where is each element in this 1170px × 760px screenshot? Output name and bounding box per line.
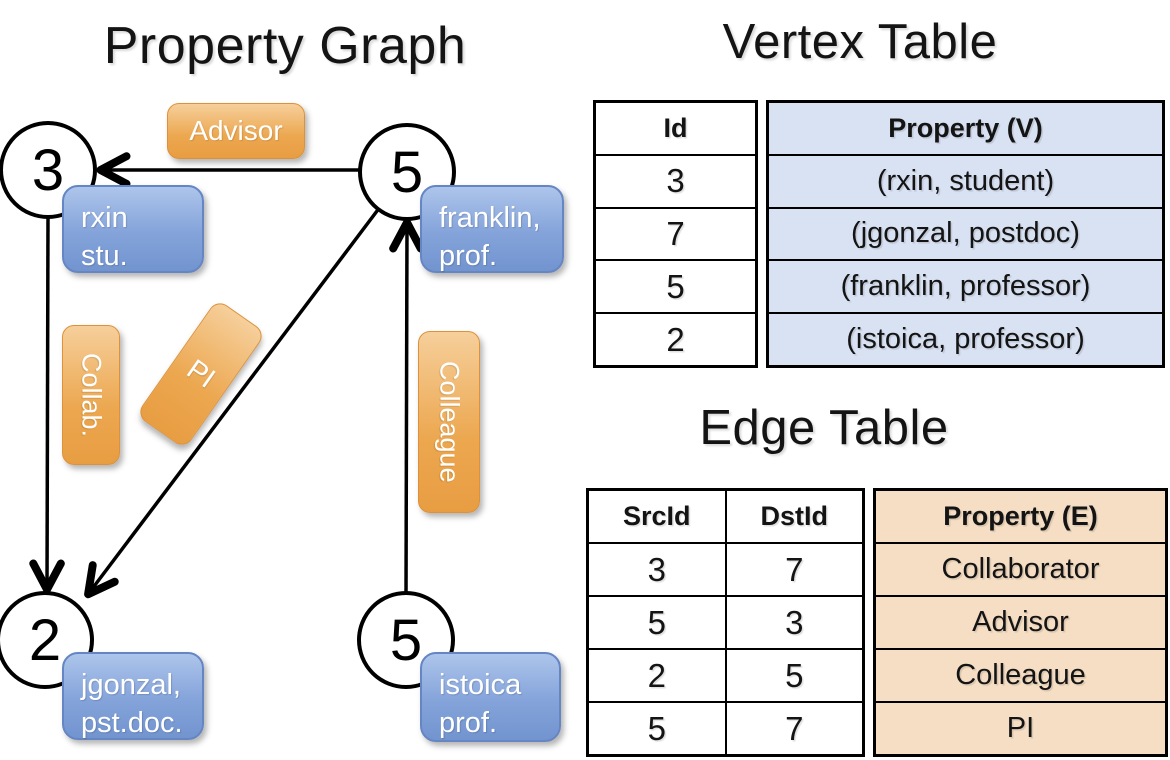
edge-table-dst-cell: 7 [726,701,862,754]
edge-table-title: Edge Table [699,401,949,455]
vertex-table-property-cell: (franklin, professor) [769,259,1162,312]
vertex-label-istoica: istoica prof. [420,652,561,742]
vertex-table-id-cell: 2 [596,312,755,365]
graph-edges [29,152,425,599]
vertex-label-line: prof. [439,240,498,273]
edge-table-src-cell: 2 [589,648,725,701]
edge-table-property-cell: Advisor [876,595,1165,648]
edge-table-property-cell: Collaborator [876,542,1165,595]
node-7-id: 2 [28,607,62,673]
vertex-label-line: prof. [439,707,498,740]
vertex-label-line: rxin [81,202,128,234]
vertex-table: Id 3 7 5 2 Property (V) (rxin, student) … [593,100,1165,368]
edge-table-gap [865,488,873,757]
edge-table: SrcId 3 5 2 5 DstId 7 3 5 7 Property (E)… [586,488,1168,757]
node-3-id: 3 [31,137,65,203]
vertex-label-line: stu. [81,240,128,273]
vertex-label-rxin: rxin stu. [62,185,204,273]
vertex-table-property-cell: (istoica, professor) [769,312,1162,365]
edge-label-colleague: Colleague [418,331,480,513]
node-2-id: 5 [389,607,423,673]
edge-table-dst-column: DstId 7 3 5 7 [726,491,862,754]
vertex-label-line: jgonzal, [81,669,181,701]
edge-table-dst-cell: 7 [726,542,862,595]
vertex-table-property-cell: (jgonzal, postdoc) [769,206,1162,260]
graph-node-5: 5 [358,123,456,221]
vertex-label-line: istoica [439,669,522,701]
edge-table-src-cell: 3 [589,542,725,595]
edge-table-header-src: SrcId [622,501,691,531]
edge-table-dst-cell: 5 [726,648,862,701]
vertex-table-id-cell: 5 [596,259,755,312]
vertex-table-property-cell: (rxin, student) [769,153,1162,207]
property-graph-title: Property Graph [103,17,467,75]
vertex-table-id-cell: 3 [596,153,755,207]
edge-2-5-arrow [389,218,425,596]
vertex-table-title: Vertex Table [722,15,998,69]
edge-table-dst-cell: 3 [726,595,862,648]
edge-table-src-column: SrcId 3 5 2 5 [589,491,727,754]
vertex-label-franklin: franklin, prof. [420,185,564,273]
vertex-table-header-property: Property (V) [888,112,1043,143]
vertex-label-line: franklin, [439,202,541,234]
vertex-table-id-column: Id 3 7 5 2 [593,100,758,368]
edge-table-header-property: Property (E) [943,501,1098,531]
edge-table-property-cell: Colleague [876,648,1165,701]
edge-table-src-cell: 5 [589,701,725,754]
vertex-table-header-id: Id [663,112,688,143]
vertex-table-gap [758,100,766,368]
edge-3-7-arrow [29,215,65,594]
vertex-table-property-column: Property (V) (rxin, student) (jgonzal, p… [766,100,1165,368]
vertex-table-id-cell: 7 [596,206,755,260]
edge-table-header-dst: DstId [760,501,829,531]
node-5-id: 5 [390,139,424,205]
edge-table-property-column: Property (E) Collaborator Advisor Collea… [873,488,1168,757]
edge-table-id-columns: SrcId 3 5 2 5 DstId 7 3 5 7 [586,488,865,757]
edge-table-src-cell: 5 [589,595,725,648]
edge-label-collab: Collab. [62,325,120,465]
vertex-label-line: pst.doc. [81,707,183,740]
edge-label-advisor: Advisor [167,103,305,159]
edge-table-property-cell: PI [876,701,1165,754]
edge-5-7-arrow [84,205,382,599]
vertex-label-jgonzal: jgonzal, pst.doc. [62,652,204,740]
